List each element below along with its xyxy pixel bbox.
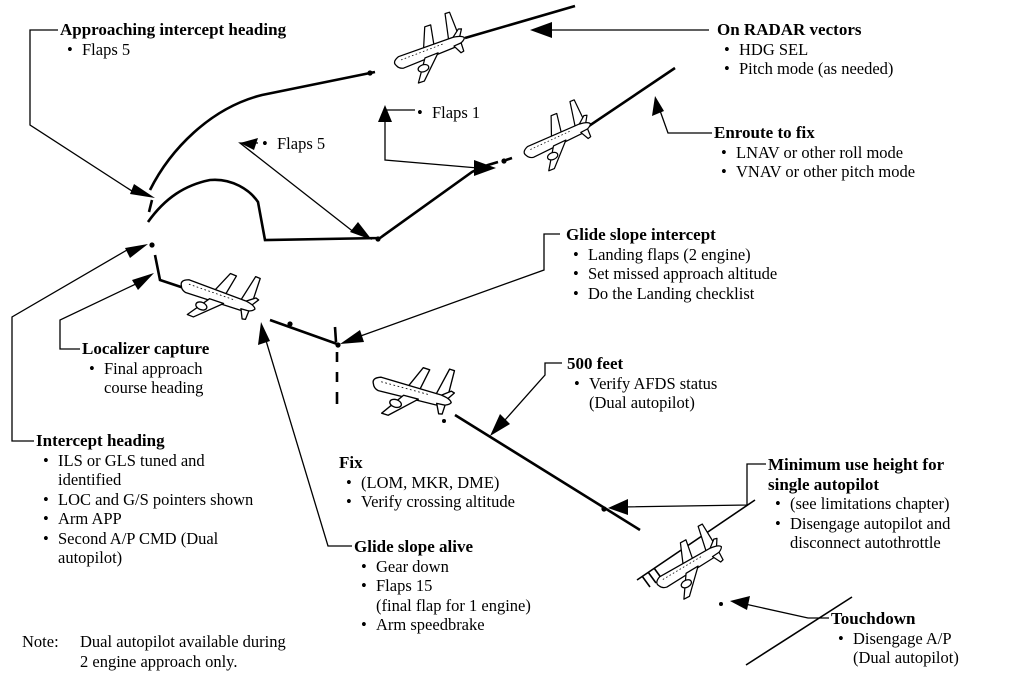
label-fix: Fix (LOM, MKR, DME) Verify crossing alti… [339, 453, 515, 512]
label-title: Glide slope intercept [566, 225, 716, 244]
label-title: On RADAR vectors [717, 20, 862, 39]
note-line: Dual autopilot available during [80, 632, 286, 651]
label-item: Arm APP [36, 509, 253, 529]
label-title: Approaching intercept heading [60, 20, 287, 39]
label-item: Pitch mode (as needed) [717, 59, 893, 79]
callout-arrowheads [125, 22, 750, 610]
label-flaps-1: Flaps 1 [410, 103, 480, 123]
label-item: (see limitations chapter) [768, 494, 950, 514]
label-item: LOC and G/S pointers shown [36, 490, 253, 510]
label-item: Do the Landing checklist [566, 284, 777, 304]
approach-note: Note: Dual autopilot available during 2 e… [22, 632, 286, 671]
label-item: Disengage A/P (Dual autopilot) [831, 629, 959, 668]
label-item: Flaps 5 [255, 134, 325, 154]
flight-path-enroute [146, 66, 676, 242]
label-title: Intercept heading [36, 431, 165, 450]
label-localizer-capture: Localizer capture Final approach course … [82, 339, 209, 398]
label-title: Enroute to fix [714, 123, 815, 142]
label-item: Disengage autopilot and disconnect autot… [768, 514, 950, 553]
label-flaps-5: Flaps 5 [255, 134, 325, 154]
airplane-icon [641, 520, 736, 608]
label-item: ILS or GLS tuned and identified [36, 451, 253, 490]
label-item: Gear down [354, 557, 531, 577]
label-title: Fix [339, 453, 363, 472]
label-item: Arm speedbrake [354, 615, 531, 635]
waypoint-dots [149, 70, 607, 512]
label-intercept-heading: Intercept heading ILS or GLS tuned and i… [36, 431, 253, 568]
label-minimum-use-height: Minimum use height for single autopilot … [768, 455, 950, 553]
airplane-icon [512, 96, 602, 178]
label-title: Glide slope alive [354, 537, 473, 556]
label-title: Touchdown [831, 609, 916, 628]
airplane-icon [363, 347, 462, 434]
label-approaching-intercept-heading: Approaching intercept heading Flaps 5 [60, 20, 286, 59]
path-ticks [147, 199, 339, 404]
label-item: Verify crossing altitude [339, 492, 515, 512]
final-approach-path [153, 254, 641, 532]
label-item: Flaps 1 [410, 103, 480, 123]
label-item: Set missed approach altitude [566, 264, 777, 284]
label-item: Flaps 15 (final flap for 1 engine) [354, 576, 531, 615]
label-item: Flaps 5 [60, 40, 286, 60]
label-glide-slope-intercept: Glide slope intercept Landing flaps (2 e… [566, 225, 777, 303]
label-item: Second A/P CMD (Dual autopilot) [36, 529, 253, 568]
label-title: 500 feet [567, 354, 624, 373]
label-title: Localizer capture [82, 339, 210, 358]
label-item: Final approach course heading [82, 359, 209, 398]
label-item: HDG SEL [717, 40, 893, 60]
airplane-icon [170, 251, 267, 338]
note-head: Note: [22, 632, 59, 651]
label-item: VNAV or other pitch mode [714, 162, 915, 182]
label-item: (LOM, MKR, DME) [339, 473, 515, 493]
touchdown-marks [442, 419, 723, 606]
label-enroute-to-fix: Enroute to fix LNAV or other roll mode V… [714, 123, 915, 182]
label-on-radar-vectors: On RADAR vectors HDG SEL Pitch mode (as … [717, 20, 893, 79]
label-title: Minimum use height for single autopilot [768, 455, 945, 494]
label-500-feet: 500 feet Verify AFDS status (Dual autopi… [567, 354, 717, 413]
airplane-icon [384, 9, 474, 89]
label-touchdown: Touchdown Disengage A/P (Dual autopilot) [831, 609, 959, 668]
label-item: Landing flaps (2 engine) [566, 245, 777, 265]
label-item: LNAV or other roll mode [714, 143, 915, 163]
note-line: 2 engine approach only. [80, 651, 238, 671]
flight-path-radar [148, 4, 576, 191]
label-glide-slope-alive: Glide slope alive Gear down Flaps 15 (fi… [354, 537, 531, 635]
label-item: Verify AFDS status (Dual autopilot) [567, 374, 717, 413]
